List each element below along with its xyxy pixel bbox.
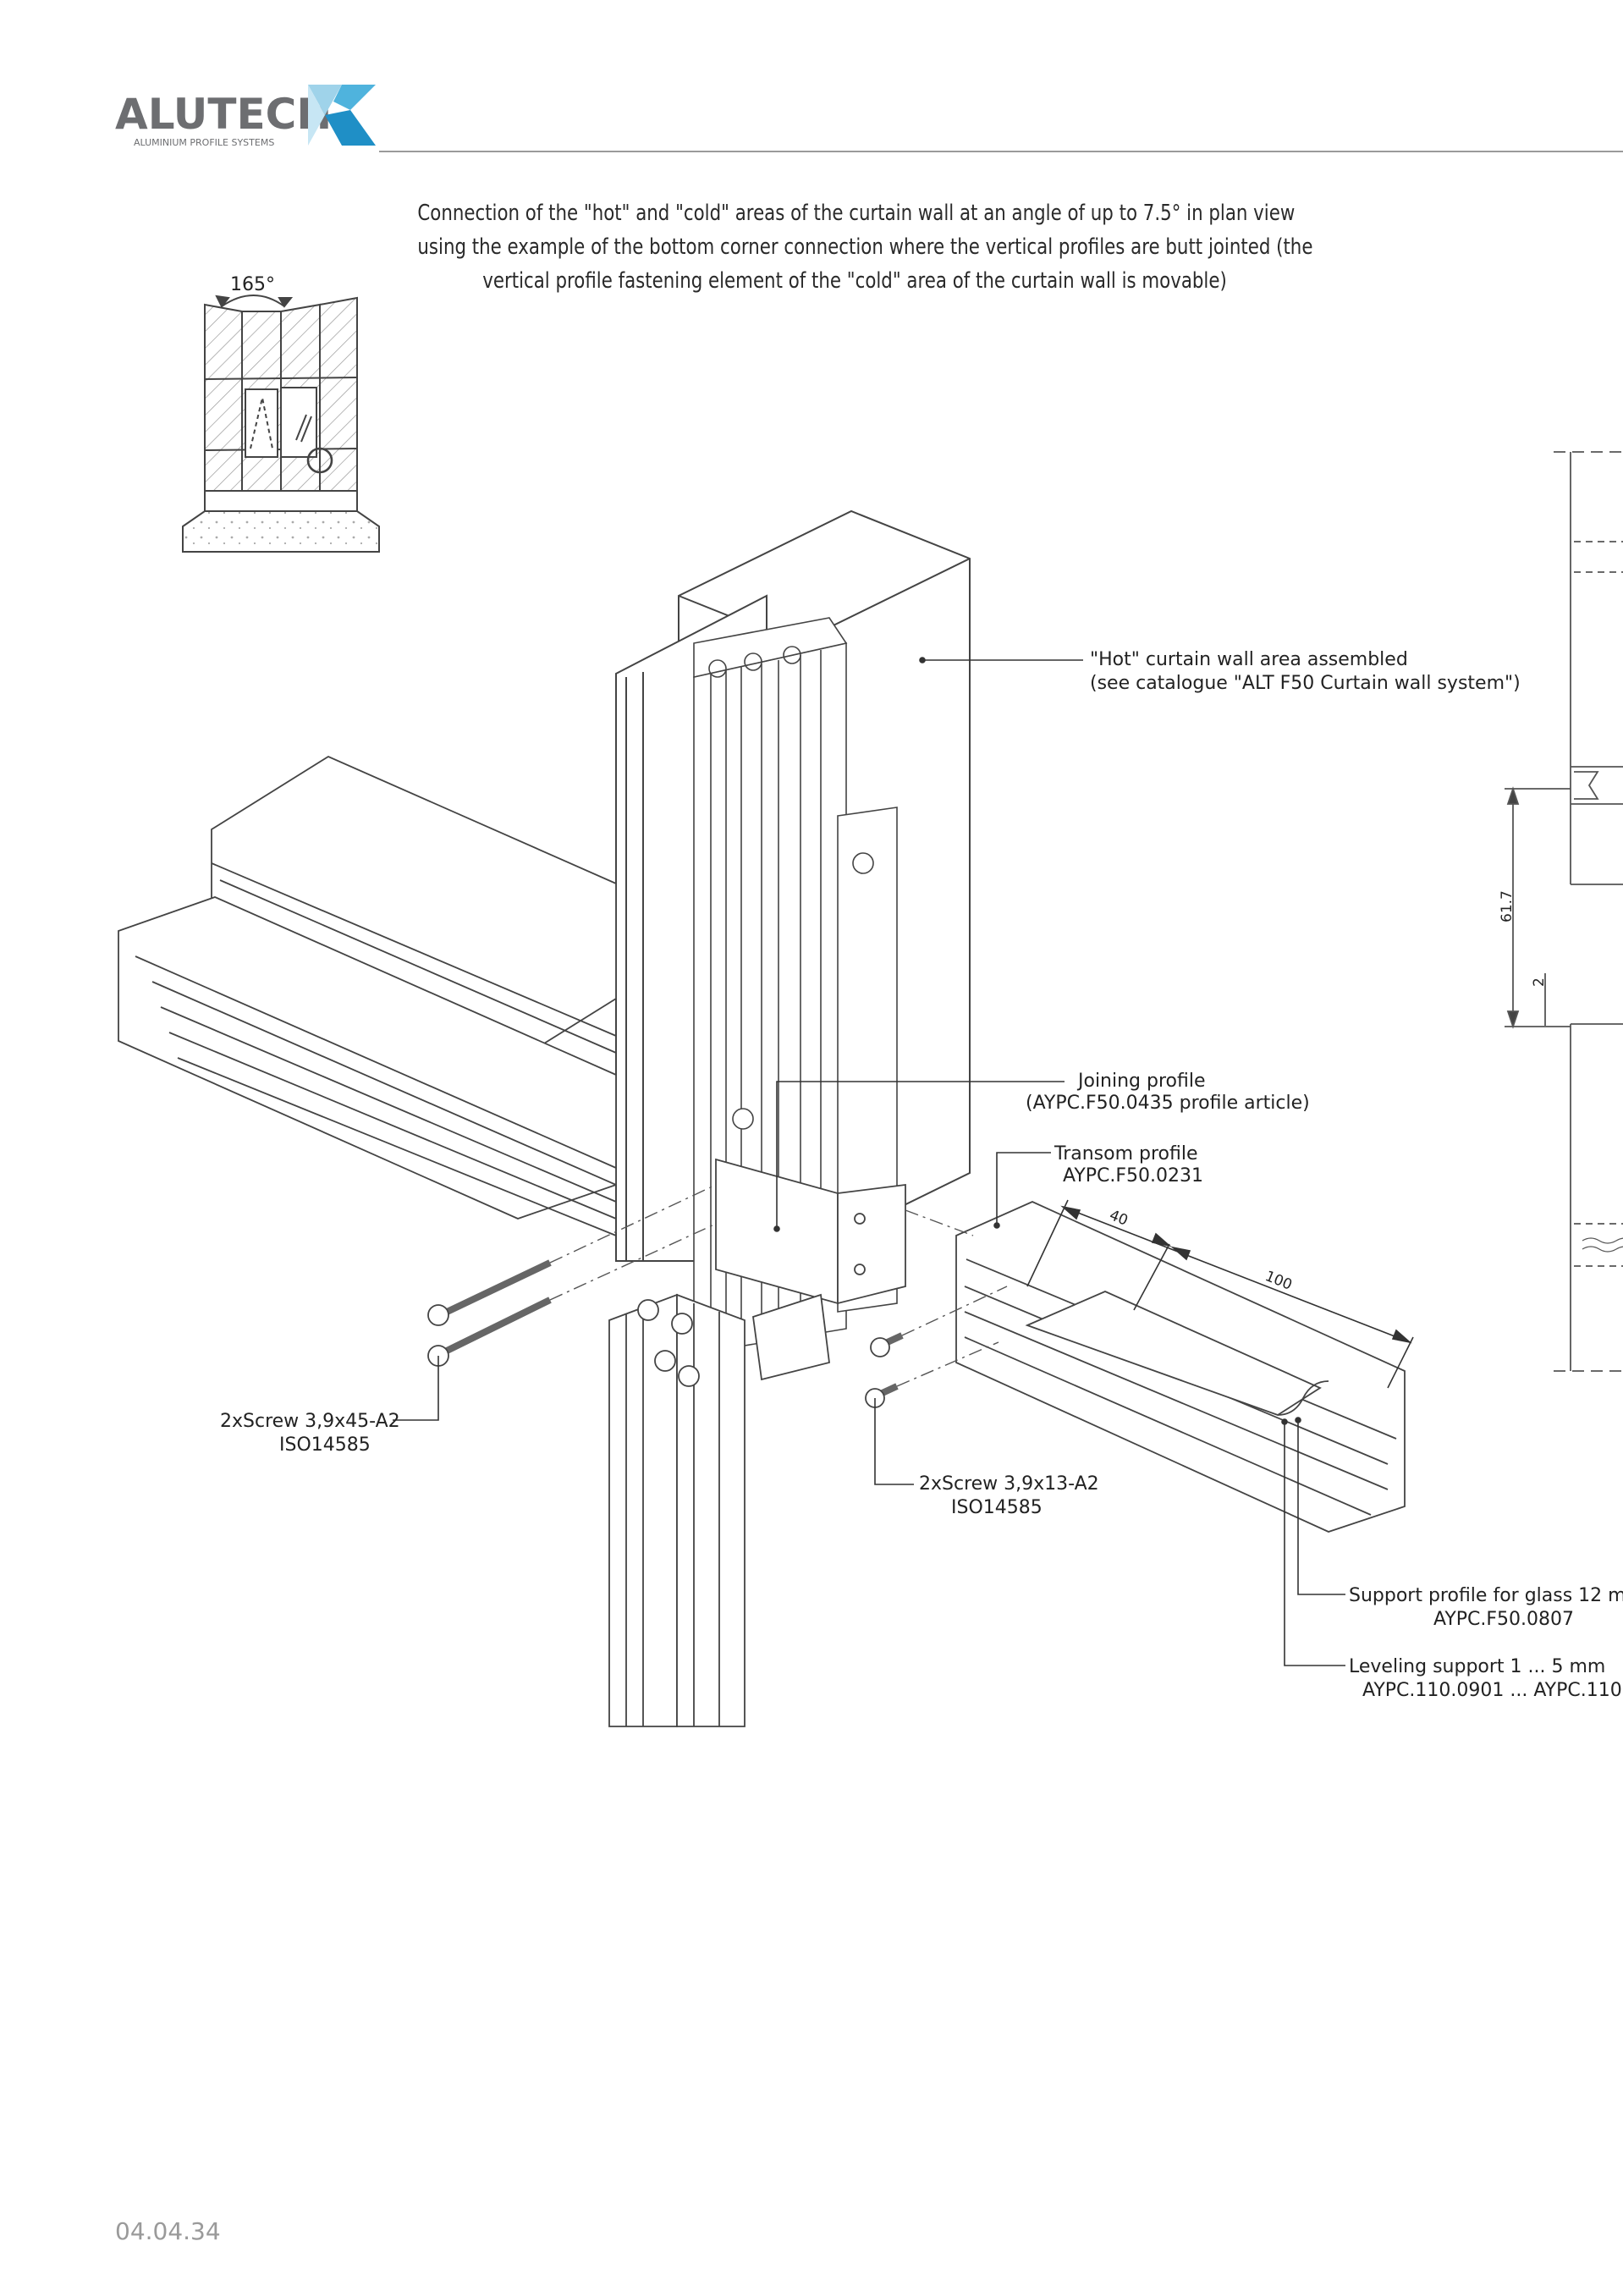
leveling-label-1: Leveling support 1 ... 5 mm <box>1349 1656 1605 1677</box>
screw-right-lower <box>865 1383 899 1408</box>
brand-subtitle: ALUMINIUM PROFILE SYSTEMS <box>134 137 275 148</box>
caption-line-2: using the example of the bottom corner c… <box>417 234 1313 260</box>
header-divider <box>379 151 1623 152</box>
transom-dimensions <box>1026 1199 1414 1389</box>
axis-lines <box>549 1184 1008 1387</box>
page-number: 04.04.34 <box>115 2217 221 2245</box>
transom-label-1: Transom profile <box>1054 1143 1198 1165</box>
dim-61-7: 61.7 <box>1499 890 1516 922</box>
screw-right-label-1: 2xScrew 3,9x13-A2 <box>919 1473 1099 1495</box>
screw-left-label-2: ISO14585 <box>279 1434 371 1456</box>
support-label-2: AYPC.F50.0807 <box>1433 1609 1574 1630</box>
angle-label: 165° <box>230 274 275 295</box>
lower-vertical-profile <box>608 1293 745 1727</box>
joining-label-1: Joining profile <box>1076 1071 1206 1092</box>
screw-right-upper <box>870 1332 904 1357</box>
hot-area-label-2: (see catalogue "ALT F50 Curtain wall sys… <box>1090 673 1521 694</box>
key-plan <box>182 295 380 553</box>
support-label-1: Support profile for glass 12 mm <box>1349 1585 1623 1606</box>
logo-mark-icon <box>308 85 376 146</box>
drawing-caption: Connection of the "hot" and "cold" areas… <box>322 196 1388 298</box>
leveling-label-2: AYPC.110.0901 ... AYPC.110.0905 <box>1362 1680 1623 1701</box>
screws <box>427 1259 904 1408</box>
caption-line-3: vertical profile fastening element of th… <box>482 268 1227 294</box>
dim-100: 100 <box>1263 1268 1295 1294</box>
caption-line-1: Connection of the "hot" and "cold" areas… <box>417 201 1296 226</box>
left-glazing-unit <box>118 755 617 1236</box>
diagram-labels: "Hot" curtain wall area assembled (see c… <box>220 649 1623 1701</box>
alutech-logo: ALUTECH ALUMINIUM PROFILE SYSTEMS <box>115 81 377 152</box>
screw-right-label-2: ISO14585 <box>951 1497 1043 1518</box>
side-section <box>1505 451 1623 1372</box>
transom-label-2: AYPC.F50.0231 <box>1063 1165 1203 1187</box>
hot-area-label-1: "Hot" curtain wall area assembled <box>1090 649 1408 670</box>
transom-profile <box>955 1201 1406 1533</box>
brand-name: ALUTECH <box>115 90 333 139</box>
screw-left-upper <box>427 1259 552 1326</box>
dim-2: 2 <box>1531 977 1548 987</box>
screw-left-label-1: 2xScrew 3,9x45-A2 <box>220 1411 400 1432</box>
leader-lines <box>393 657 1345 1666</box>
joining-label-2: (AYPC.F50.0435 profile article) <box>1026 1093 1310 1114</box>
